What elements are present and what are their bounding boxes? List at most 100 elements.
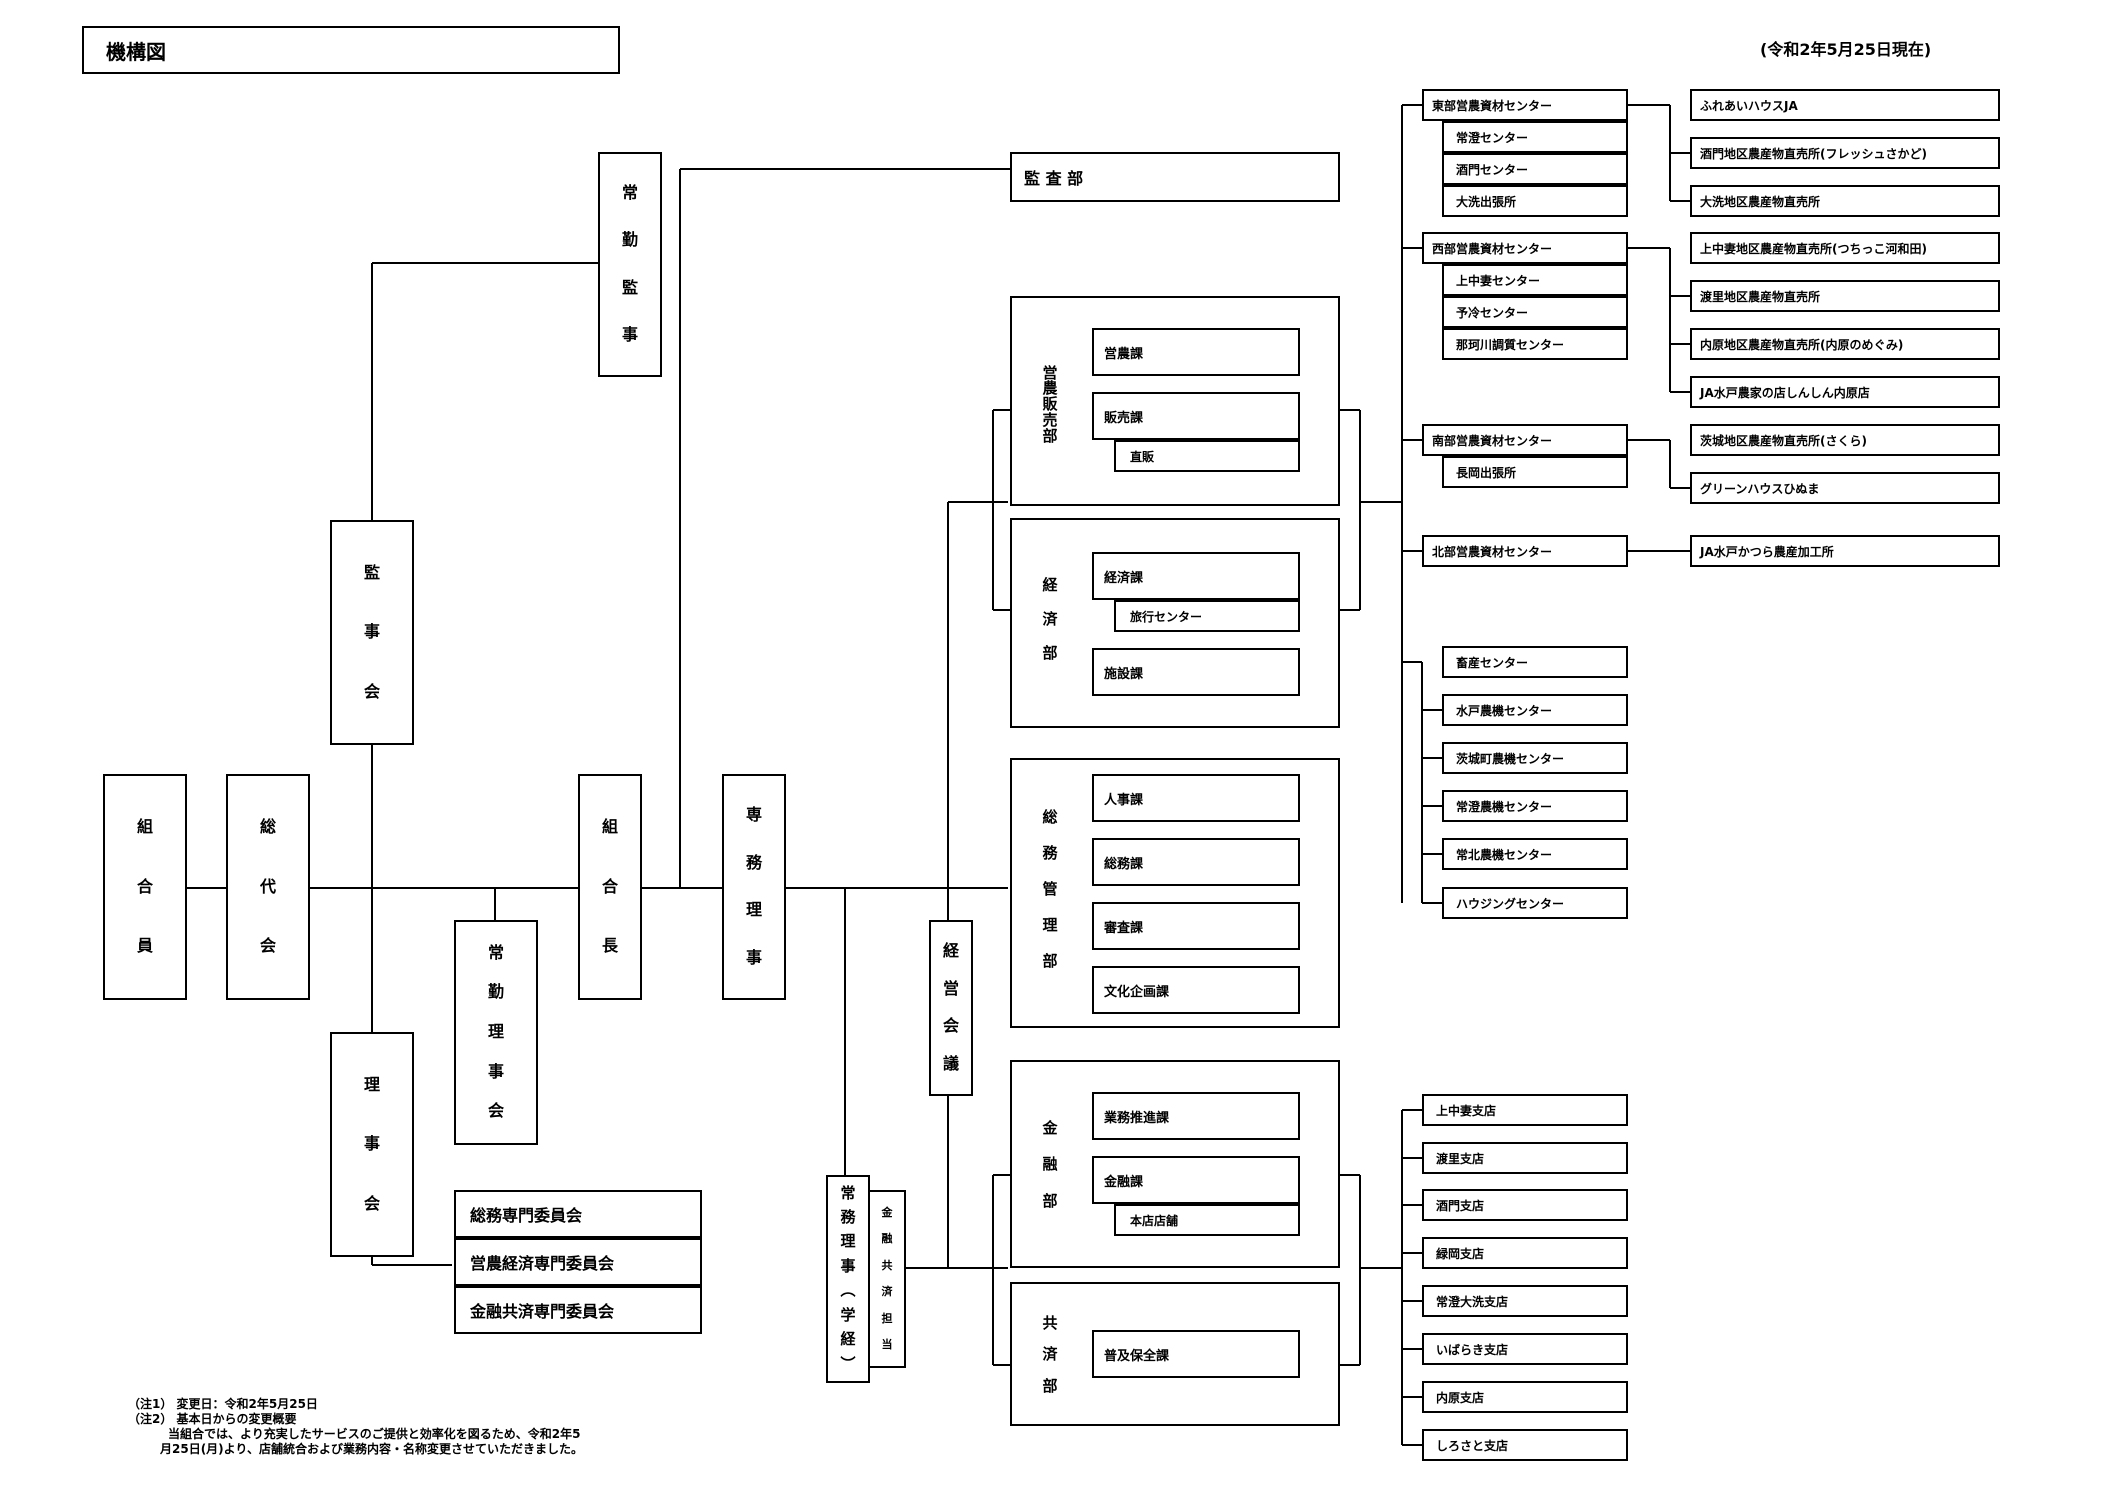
vertical-char: 融 xyxy=(881,1232,893,1246)
vertical-char: 済 xyxy=(1042,610,1058,629)
center-east-sub-2: 酒門センター xyxy=(1442,153,1628,185)
management-council-box: 経営会議 xyxy=(929,920,973,1096)
branch-7: 内原支店 xyxy=(1422,1381,1628,1413)
vertical-char: 事 xyxy=(840,1256,856,1275)
vertical-char: 合 xyxy=(136,876,153,896)
vertical-char: 勤 xyxy=(621,230,638,250)
vertical-char: 部 xyxy=(1042,1191,1058,1210)
vertical-char: 議 xyxy=(942,1054,959,1074)
sub-travel-center: 旅行センター xyxy=(1114,600,1300,632)
vertical-char: 部 xyxy=(1042,426,1058,445)
standing-board-box: 常勤理事会 xyxy=(454,920,538,1145)
vertical-char: 常 xyxy=(840,1183,856,1202)
vertical-char: 理 xyxy=(1042,916,1058,935)
vertical-char: 販 xyxy=(1042,395,1058,414)
vertical-char: 理 xyxy=(363,1074,380,1094)
vertical-char: 事 xyxy=(363,622,380,642)
center-west: 西部営農資材センター xyxy=(1422,232,1628,264)
outlet-east-3: 大洗地区農産物直売所 xyxy=(1690,185,2000,217)
vertical-char: 総 xyxy=(1042,808,1058,827)
vertical-char: 経 xyxy=(840,1330,856,1349)
center-south: 南部営農資材センター xyxy=(1422,424,1628,456)
vertical-char: 経 xyxy=(942,940,959,960)
branch-3: 酒門支店 xyxy=(1422,1189,1628,1221)
vertical-char: 理 xyxy=(487,1022,504,1042)
section-business-promotion: 業務推進課 xyxy=(1092,1092,1300,1140)
outlet-east-1: ふれあいハウスJA xyxy=(1690,89,2000,121)
section-farming: 営農課 xyxy=(1092,328,1300,376)
center-south-sub-1: 長岡出張所 xyxy=(1442,456,1628,488)
outlet-west-1: 上中妻地区農産物直売所(つちっこ河和田) xyxy=(1690,232,2000,264)
other-center-2: 水戸農機センター xyxy=(1442,694,1628,726)
finance-dept-group xyxy=(1010,1060,1340,1268)
section-outreach-maintenance: 普及保全課 xyxy=(1092,1330,1300,1378)
center-west-sub-3: 那珂川調質センター xyxy=(1442,328,1628,360)
outlet-south-1: 茨城地区農産物直売所(さくら) xyxy=(1690,424,2000,456)
vertical-char: 会 xyxy=(363,681,380,701)
other-center-4: 常澄農機センター xyxy=(1442,790,1628,822)
center-east-sub-3: 大洗出張所 xyxy=(1442,185,1628,217)
other-center-6: ハウジングセンター xyxy=(1442,887,1628,919)
audit-dept-box: 監 査 部 xyxy=(1010,152,1340,202)
farming-sales-dept-group xyxy=(1010,296,1340,506)
section-culture-planning: 文化企画課 xyxy=(1092,966,1300,1014)
vertical-char: 会 xyxy=(363,1193,380,1213)
center-west-sub-1: 上中妻センター xyxy=(1442,264,1628,296)
vertical-char: 当 xyxy=(881,1338,893,1352)
branch-4: 緑岡支店 xyxy=(1422,1237,1628,1269)
vertical-char: 常 xyxy=(621,182,638,202)
note-3: 当組合では、より充実したサービスのご提供と効率化を図るため、令和2年5 xyxy=(168,1427,581,1441)
vertical-char: 務 xyxy=(745,852,762,872)
vertical-char: 営 xyxy=(1042,363,1058,382)
vertical-char: 会 xyxy=(942,1016,959,1036)
vertical-char: 理 xyxy=(840,1232,856,1251)
executive-director-role-box: 金融共済担当 xyxy=(868,1190,906,1368)
vertical-char: 監 xyxy=(363,562,380,582)
vertical-char: 共 xyxy=(881,1258,893,1272)
committee-farming-economic: 営農経済専門委員会 xyxy=(454,1238,702,1286)
center-west-sub-2: 予冷センター xyxy=(1442,296,1628,328)
finance-dept-label: 金融部 xyxy=(1020,1100,1080,1230)
vertical-char: 専 xyxy=(745,804,762,824)
vertical-char: 事 xyxy=(363,1134,380,1154)
vertical-char: 会 xyxy=(259,936,276,956)
vertical-char: 営 xyxy=(942,978,959,998)
vertical-char: 済 xyxy=(881,1285,893,1299)
vertical-char: 担 xyxy=(881,1311,893,1325)
center-north: 北部営農資材センター xyxy=(1422,535,1628,567)
vertical-char: 務 xyxy=(1042,844,1058,863)
vertical-char: 員 xyxy=(136,936,153,956)
mutual-aid-dept-label: 共済部 xyxy=(1020,1300,1080,1410)
vertical-char: 事 xyxy=(621,325,638,345)
vertical-char: 理 xyxy=(745,900,762,920)
vertical-char: 務 xyxy=(840,1208,856,1227)
full-time-auditor-box: 常勤監事 xyxy=(598,152,662,377)
vertical-char: 会 xyxy=(487,1101,504,1121)
section-hr: 人事課 xyxy=(1092,774,1300,822)
vertical-char: 部 xyxy=(1042,952,1058,971)
vertical-char: 経 xyxy=(1042,576,1058,595)
vertical-char: 金 xyxy=(1042,1118,1058,1137)
vertical-char: 長 xyxy=(601,936,618,956)
other-center-5: 常北農機センター xyxy=(1442,838,1628,870)
branch-8: しろさと支店 xyxy=(1422,1429,1628,1461)
economic-dept-group xyxy=(1010,518,1340,728)
supervisors-box: 監事会 xyxy=(330,520,414,745)
general-admin-dept-group xyxy=(1010,758,1340,1028)
committee-general: 総務専門委員会 xyxy=(454,1190,702,1238)
vertical-char: ︶ xyxy=(840,1354,856,1373)
as-of-date: (令和2年5月25日現在) xyxy=(1760,40,1932,59)
branch-5: 常澄大洗支店 xyxy=(1422,1285,1628,1317)
vertical-char: 済 xyxy=(1042,1345,1058,1364)
section-economic: 経済課 xyxy=(1092,552,1300,600)
section-finance: 金融課 xyxy=(1092,1156,1300,1204)
vertical-char: 事 xyxy=(487,1061,504,1081)
directors-box: 理事会 xyxy=(330,1032,414,1257)
page-title: 機構図 xyxy=(82,26,620,74)
sub-head-office-branch: 本店店舗 xyxy=(1114,1204,1300,1236)
executive-director-box: 常務理事︵学経︶ xyxy=(826,1175,870,1383)
sub-direct-sales: 直販 xyxy=(1114,440,1300,472)
note-2: （注2） 基本日からの変更概要 xyxy=(128,1412,297,1426)
note-4: 月25日(月)より、店舗統合および業務内容・名称変更させていただきました。 xyxy=(160,1442,583,1456)
outlet-north-1: JA水戸かつら農産加工所 xyxy=(1690,535,2000,567)
